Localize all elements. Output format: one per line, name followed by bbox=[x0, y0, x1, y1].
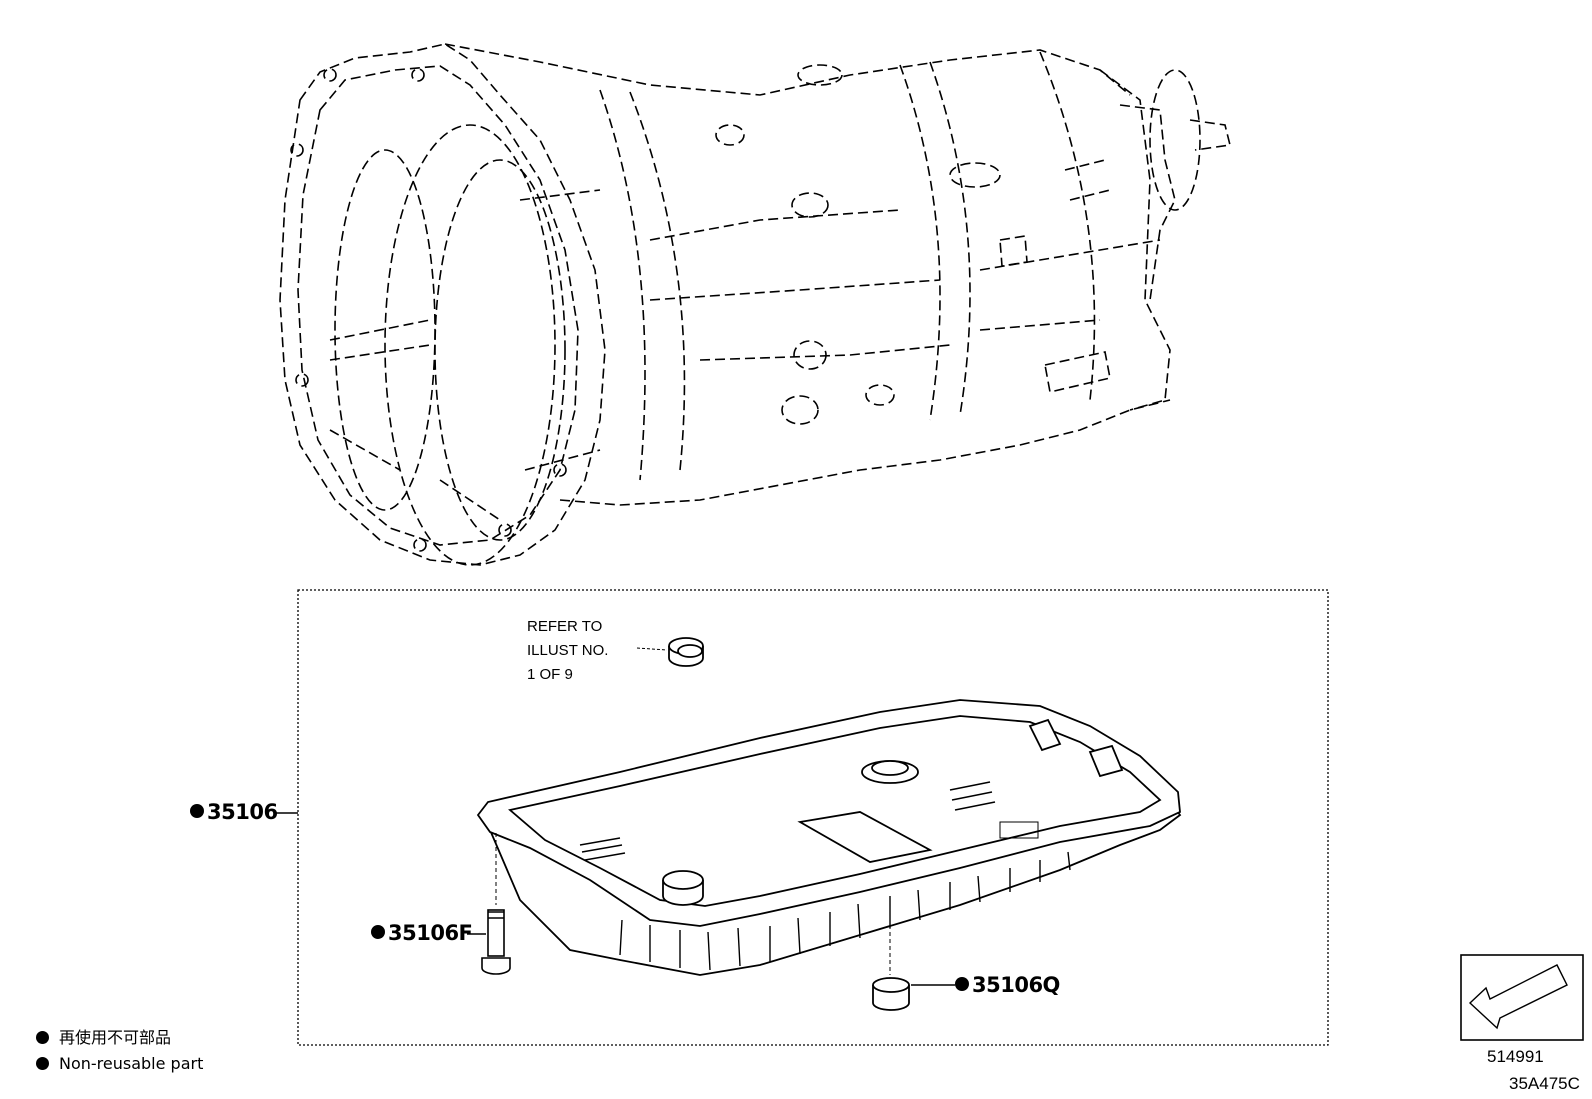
callout-oil-pan[interactable]: 35106 bbox=[190, 802, 278, 823]
drain-plug bbox=[872, 977, 910, 1011]
pan-bolt bbox=[481, 909, 511, 975]
orientation-arrow-icon bbox=[1468, 964, 1568, 1030]
callout-pan-bolt-number: 35106F bbox=[388, 921, 473, 945]
callout-oil-pan-number: 35106 bbox=[207, 800, 278, 824]
non-reusable-dot-icon bbox=[955, 977, 969, 991]
legend-japanese: 再使用不可部品 bbox=[36, 1030, 171, 1046]
legend-dot-icon bbox=[36, 1057, 49, 1070]
oil-pan bbox=[476, 699, 1182, 976]
orientation-box bbox=[1460, 954, 1584, 1041]
callout-pan-bolt[interactable]: 35106F bbox=[371, 921, 473, 945]
illustration-code: 35A475C bbox=[1509, 1074, 1580, 1093]
legend-japanese-text: 再使用不可部品 bbox=[59, 1028, 172, 1047]
legend-english-text: Non-reusable part bbox=[59, 1054, 204, 1073]
diagram-number: 514991 bbox=[1487, 1047, 1544, 1066]
callout-drain-plug[interactable]: 35106Q bbox=[955, 975, 1060, 996]
kit-inset-box bbox=[297, 589, 1329, 1046]
refer-note-line-1: REFER TO bbox=[527, 618, 603, 635]
legend-english: Non-reusable part bbox=[36, 1056, 203, 1072]
legend-dot-icon bbox=[36, 1031, 49, 1044]
transmission-phantom bbox=[279, 43, 1231, 566]
reference-plug bbox=[668, 637, 704, 667]
refer-note-line-3: 1 OF 9 bbox=[527, 666, 573, 683]
callout-drain-plug-number: 35106Q bbox=[972, 973, 1060, 997]
non-reusable-dot-icon bbox=[190, 804, 204, 818]
reference-leader-line bbox=[636, 647, 668, 651]
non-reusable-dot-icon bbox=[371, 925, 385, 939]
refer-note-line-2: ILLUST NO. bbox=[527, 642, 609, 659]
